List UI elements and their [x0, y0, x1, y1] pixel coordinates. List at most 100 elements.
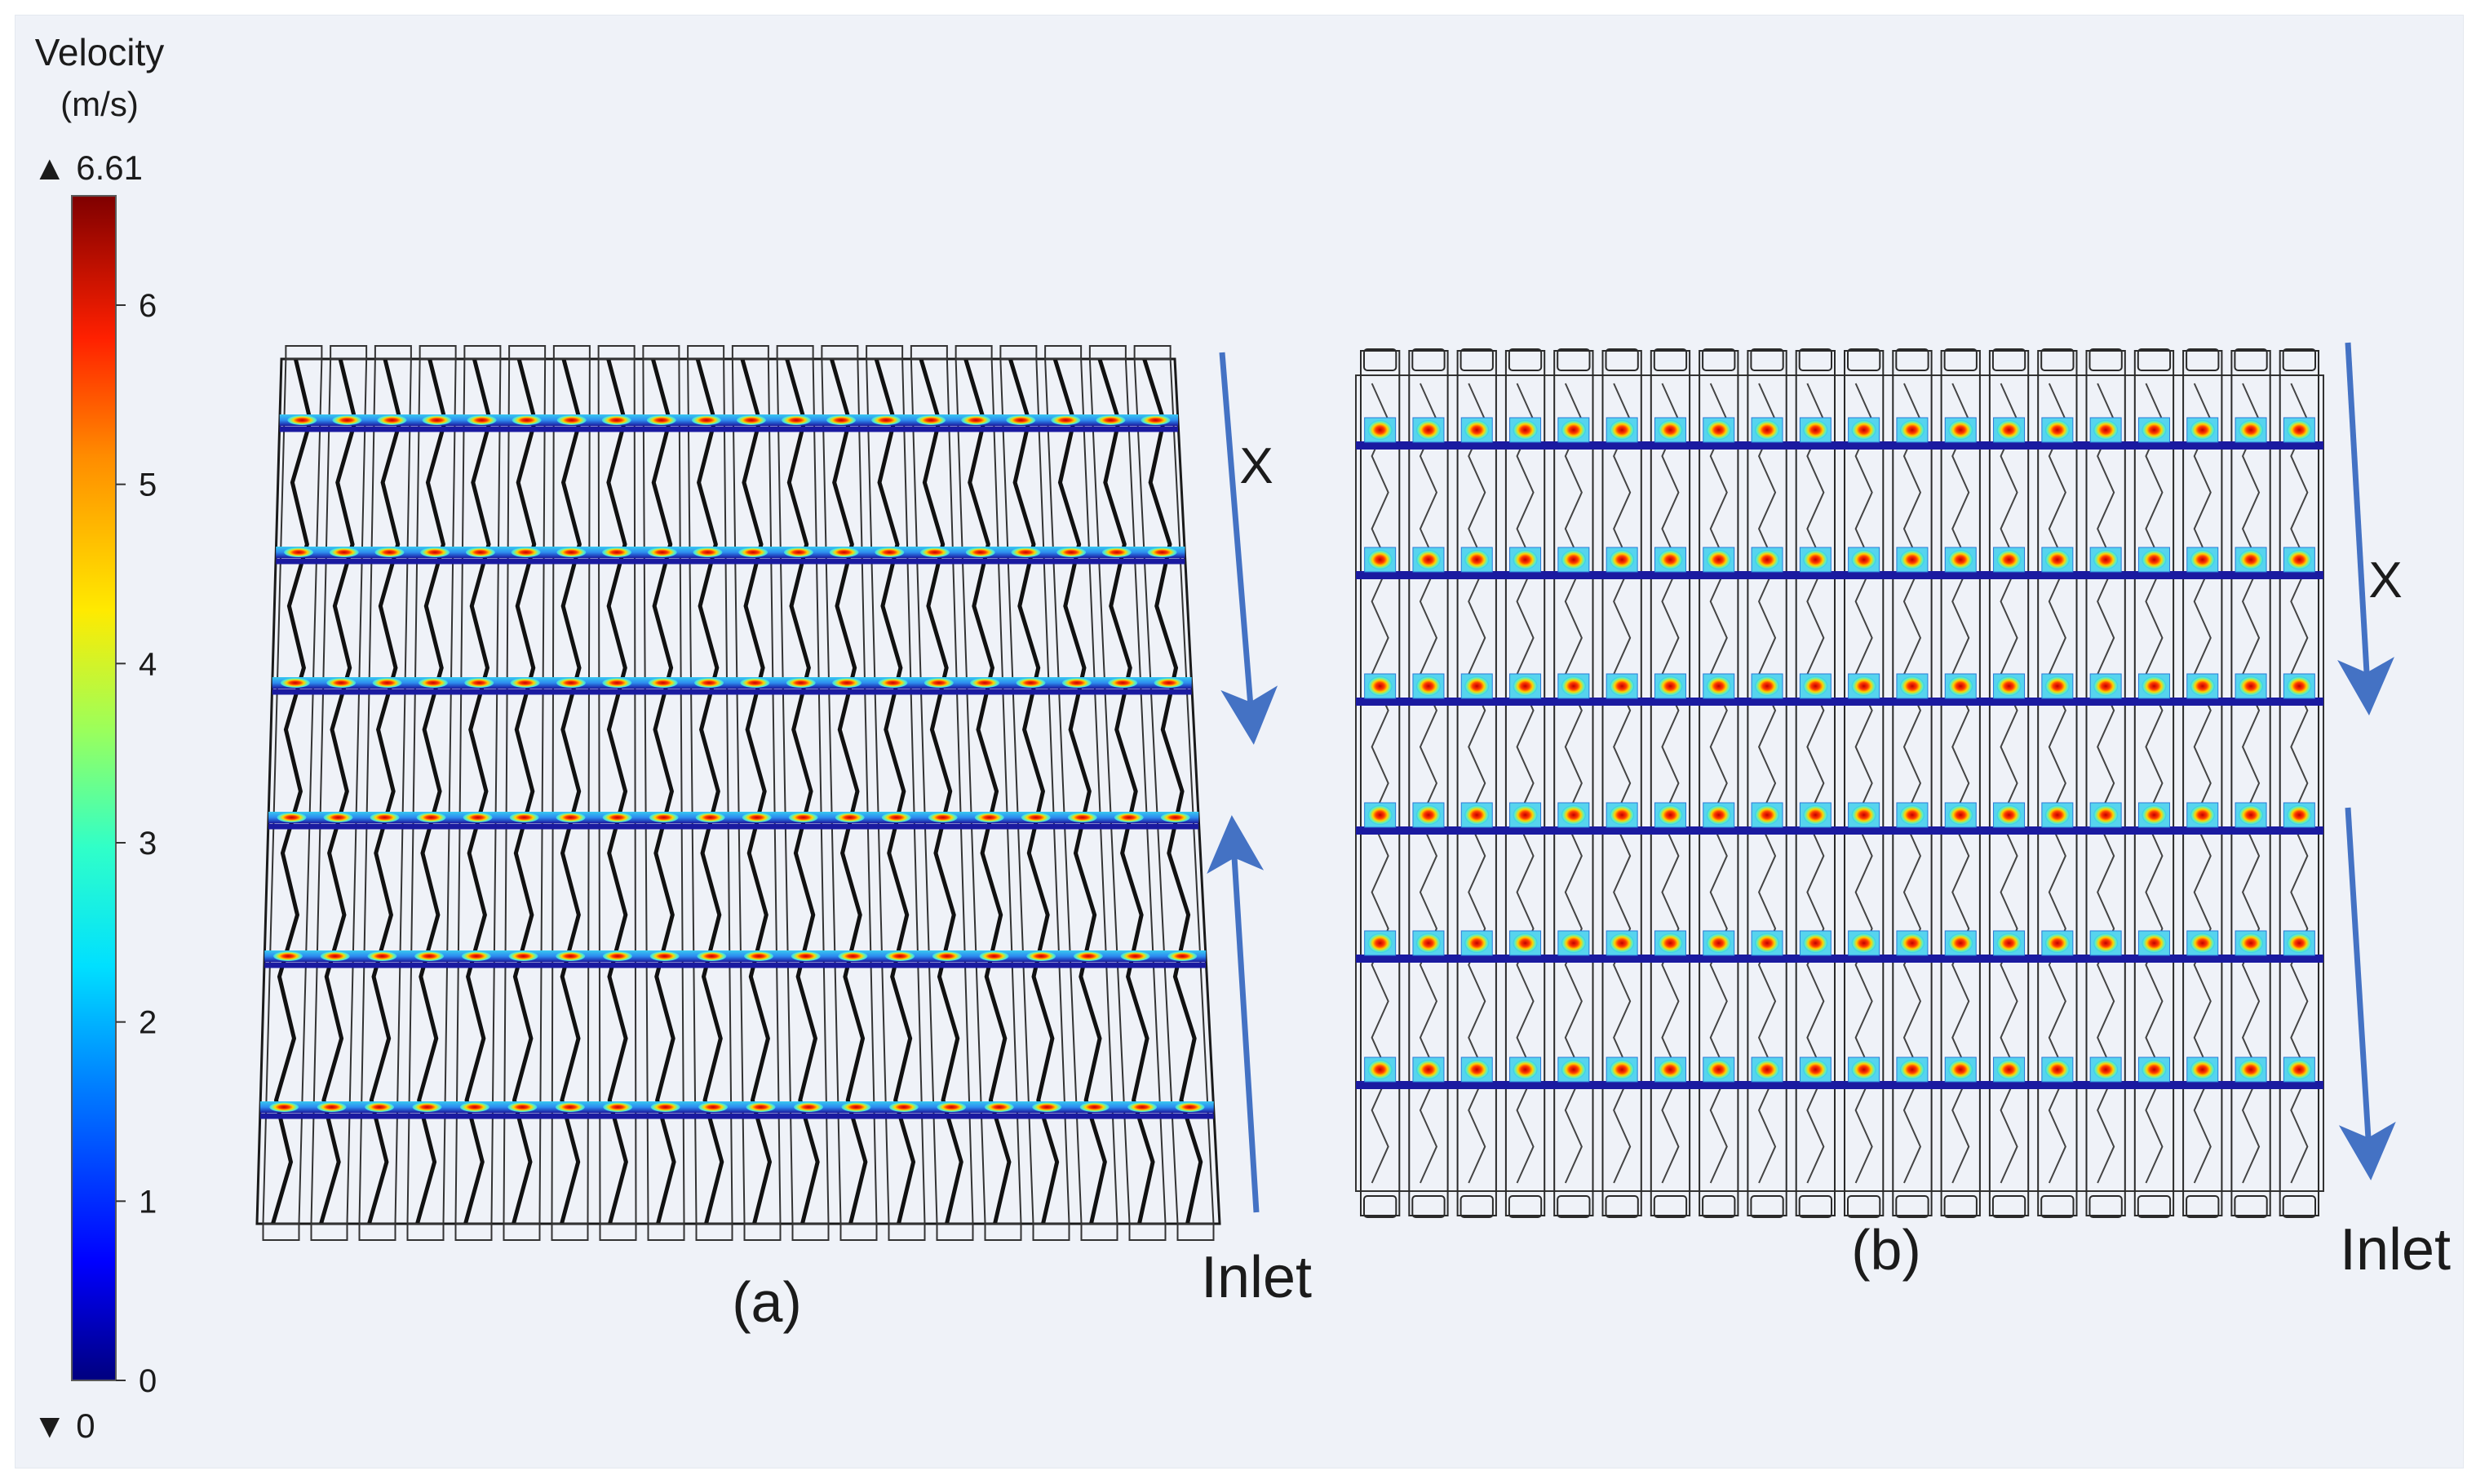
panel-b-velocity-spot [2287, 1060, 2312, 1079]
panel-b-velocity-spot [2044, 933, 2070, 953]
panel-a-label: (a) [732, 1270, 802, 1334]
panel-b-velocity-spot [1996, 550, 2022, 569]
panel-b-velocity-spot [1706, 1060, 1731, 1079]
panel-b-tube [1988, 350, 2030, 1216]
panel-a-velocity-spot [467, 415, 497, 425]
panel-a-velocity-spot [1032, 1102, 1062, 1112]
panel-a-velocity-spot [832, 678, 862, 688]
panel-b-velocity-spot [1706, 805, 1731, 825]
panel-b-tube-base [2040, 1195, 2075, 1218]
panel-a-velocity-spot [273, 951, 303, 961]
colorbar-max-marker: ▲ 6.61 [33, 148, 143, 187]
panel-a-velocity-spot [646, 415, 676, 425]
panel-b-velocity-spot [1658, 805, 1683, 825]
panel-a-tube-wall [358, 358, 412, 1225]
colorbar-gradient [71, 195, 117, 1381]
panel-a-tube-base [936, 1223, 974, 1241]
panel-b-tube [1844, 350, 1885, 1216]
panel-b-velocity-spot [1367, 933, 1393, 953]
panel-b-tube [2230, 350, 2271, 1216]
panel-b-velocity-spot [1658, 550, 1683, 569]
panel-a-tube-wall [955, 358, 1022, 1225]
panel-a-twist-tape [560, 358, 582, 1225]
panel-a-tube-wall [687, 358, 733, 1225]
panel-b-tube-cap [1605, 348, 1639, 371]
panel-a-velocity-spot [826, 415, 857, 425]
panel-b-velocity-spot [1561, 933, 1586, 953]
panel-b-velocity-spot [1996, 805, 2022, 825]
panel-a-twist-tape [1097, 358, 1155, 1225]
panel-b-velocity-spot [1610, 805, 1635, 825]
panel-b-tube-base [1459, 1195, 1494, 1218]
panel-a-velocity-spot [782, 415, 812, 425]
panel-b-twist-tape [1613, 383, 1632, 1184]
panel-a-tube-cap [687, 345, 725, 360]
panel-a-tube-wall [776, 358, 830, 1225]
panel-a-tube-cap [955, 345, 993, 360]
panel-a-tube-base [1032, 1223, 1070, 1241]
panel-b-velocity-spot [1415, 933, 1441, 953]
panel-b-velocity-spot [2190, 805, 2215, 825]
panel-b-twist-tape [1419, 383, 1438, 1184]
panel-b-tube-base [1653, 1195, 1688, 1218]
panel-b-velocity-spot [1561, 1060, 1586, 1079]
panel-b-twist-tape [1902, 383, 1922, 1184]
panel-b-channels [1356, 417, 2323, 1089]
panel-b-tube [1456, 350, 1497, 1216]
panel-b-velocity-spot [1851, 550, 1876, 569]
panel-b-velocity-spot [1658, 933, 1683, 953]
panel-b-velocity-spot [2239, 550, 2264, 569]
panel-b-velocity-spot [1851, 676, 1876, 696]
colorbar-tick-label: 0 [139, 1363, 157, 1399]
panel-a-twist-tape [367, 358, 403, 1225]
panel-b-tube-base [2282, 1195, 2316, 1218]
colorbar-tick-label: 6 [139, 288, 157, 324]
panel-a-velocity-spot [1016, 678, 1046, 688]
panel-a-twist-tape [415, 358, 448, 1225]
panel-a-tube-wall [551, 358, 591, 1225]
panel-a-tube-cap [597, 345, 636, 360]
panel-b-velocity-spot [2093, 420, 2119, 440]
panel-a-tube-wall [406, 358, 457, 1225]
panel-a-twist-tape [319, 358, 358, 1225]
panel-b-velocity-spot [1513, 676, 1538, 696]
panel-b-velocity-spot [2239, 420, 2264, 440]
panel-b-tube-cap [1847, 348, 1881, 371]
panel-a-velocity-spot [878, 678, 908, 688]
panel-a-twist-tape [785, 358, 820, 1225]
colorbar-tick-label: 4 [139, 646, 157, 682]
panel-a-tube-base [695, 1223, 733, 1241]
panel-a-velocity-spot [367, 951, 397, 961]
panel-a-velocity-spot [979, 951, 1009, 961]
panel-b-velocity-spot [1706, 420, 1731, 440]
panel-a-velocity-spot [1108, 678, 1138, 688]
panel-b-velocity-spot [1948, 1060, 1973, 1079]
panel-a-velocity-spot [509, 813, 539, 822]
panel-a-velocity-spot [742, 813, 772, 822]
panel-a-twist-tape [740, 358, 773, 1225]
panel-a-velocity-spot [744, 951, 774, 961]
panel-b-velocity-spot [1658, 1060, 1683, 1079]
panel-b-velocity-spot [1367, 420, 1393, 440]
panel-b-tube [1940, 350, 1981, 1216]
panel-b-tube [2279, 350, 2319, 1216]
panel-b-velocity-spot [1658, 676, 1683, 696]
panel-a-velocity-spot [695, 813, 725, 822]
panel-b-velocity-spot [1610, 933, 1635, 953]
panel-b-tube-base [1605, 1195, 1639, 1218]
panel-b-tube-base [1895, 1195, 1929, 1218]
panel-b-tube [1650, 350, 1691, 1216]
panel-b-velocity-spot [1513, 420, 1538, 440]
panel-b-inlet-label: Inlet [2340, 1217, 2451, 1282]
panel-a-tube-base [310, 1223, 348, 1241]
panel-b-tube-cap [1557, 348, 1591, 371]
panel-a-velocity-spot [650, 1102, 680, 1112]
panel-a-velocity-spot [1056, 547, 1087, 557]
panel-a-velocity-spot [459, 1102, 489, 1112]
panel-b-velocity-spot [1415, 420, 1441, 440]
panel-a-velocity-spot [694, 678, 724, 688]
panel-a-velocity-spot [1006, 415, 1036, 425]
panel-a-velocity-spot [556, 678, 586, 688]
